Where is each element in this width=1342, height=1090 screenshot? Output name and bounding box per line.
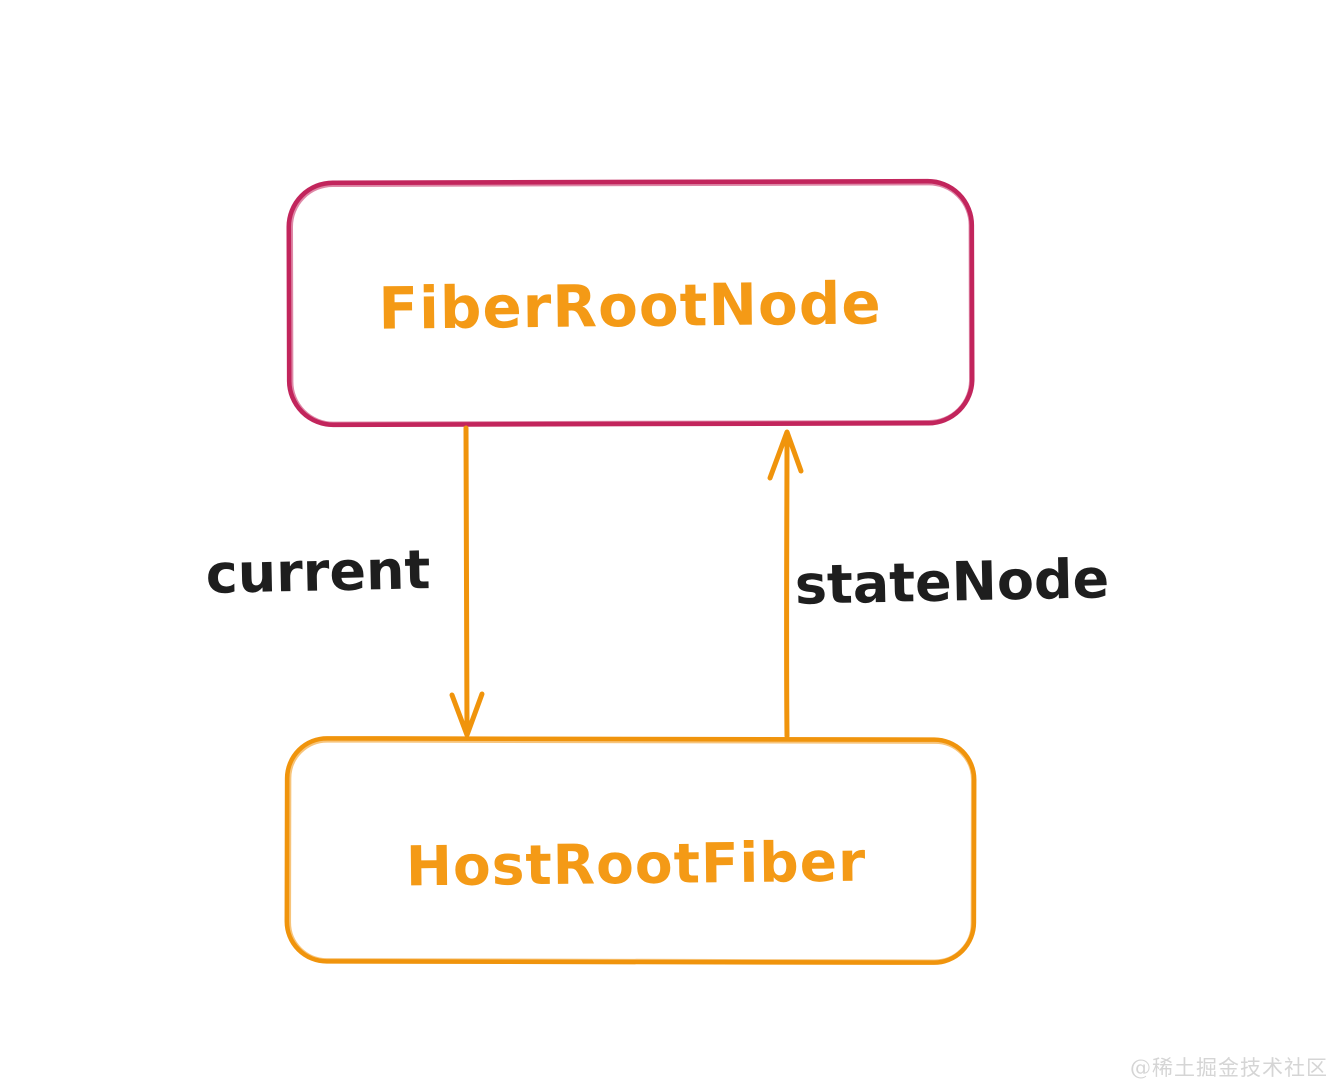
node-host-root-fiber-box (284, 736, 977, 965)
node-label-host-root-fiber: HostRootFiber (405, 829, 867, 899)
edge-label-statenode: stateNode (794, 547, 1110, 617)
arrow-current (449, 425, 485, 738)
watermark-text: @稀土掘金技术社区 (1130, 1056, 1328, 1080)
edge-label-current: current (205, 538, 431, 606)
node-label-fiber-root-node: FiberRootNode (378, 269, 882, 343)
arrow-statenode (767, 429, 804, 739)
node-fiber-root-node-box (286, 178, 975, 428)
